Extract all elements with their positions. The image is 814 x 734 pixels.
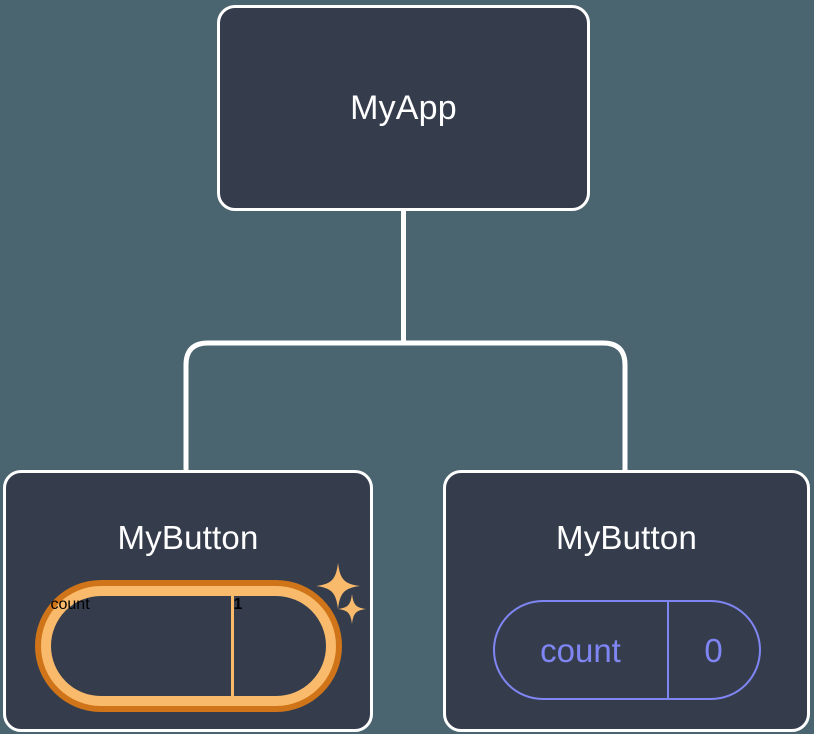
sparkle-small-icon [338, 594, 366, 624]
state-pill-right-wrap: count 0 [492, 600, 761, 700]
node-mybutton-right-label: MyButton [556, 519, 697, 556]
state-pill-left-key: count [50, 596, 90, 613]
state-pill-right[interactable]: count 0 [492, 600, 761, 700]
node-myapp[interactable]: MyApp [217, 5, 590, 211]
state-pill-left-highlight-ring: count 1 [34, 580, 342, 712]
node-mybutton-left-label: MyButton [117, 519, 259, 556]
state-pill-left-highlight-band: count 1 [40, 586, 336, 706]
state-pill-left-value: 1 [230, 596, 326, 696]
state-pill-right-key: count [540, 631, 621, 669]
state-pill-left-wrap: count 1 [34, 580, 342, 712]
connector-branch-bus [183, 340, 628, 470]
node-myapp-label: MyApp [350, 89, 457, 127]
state-pill-right-value: 0 [666, 602, 759, 698]
node-mybutton-left[interactable]: MyButton count 1 [3, 470, 373, 732]
node-mybutton-right[interactable]: MyButton count 0 [443, 470, 810, 732]
state-pill-left[interactable]: count 1 [50, 596, 326, 696]
sparkle-large-icon [316, 563, 360, 609]
